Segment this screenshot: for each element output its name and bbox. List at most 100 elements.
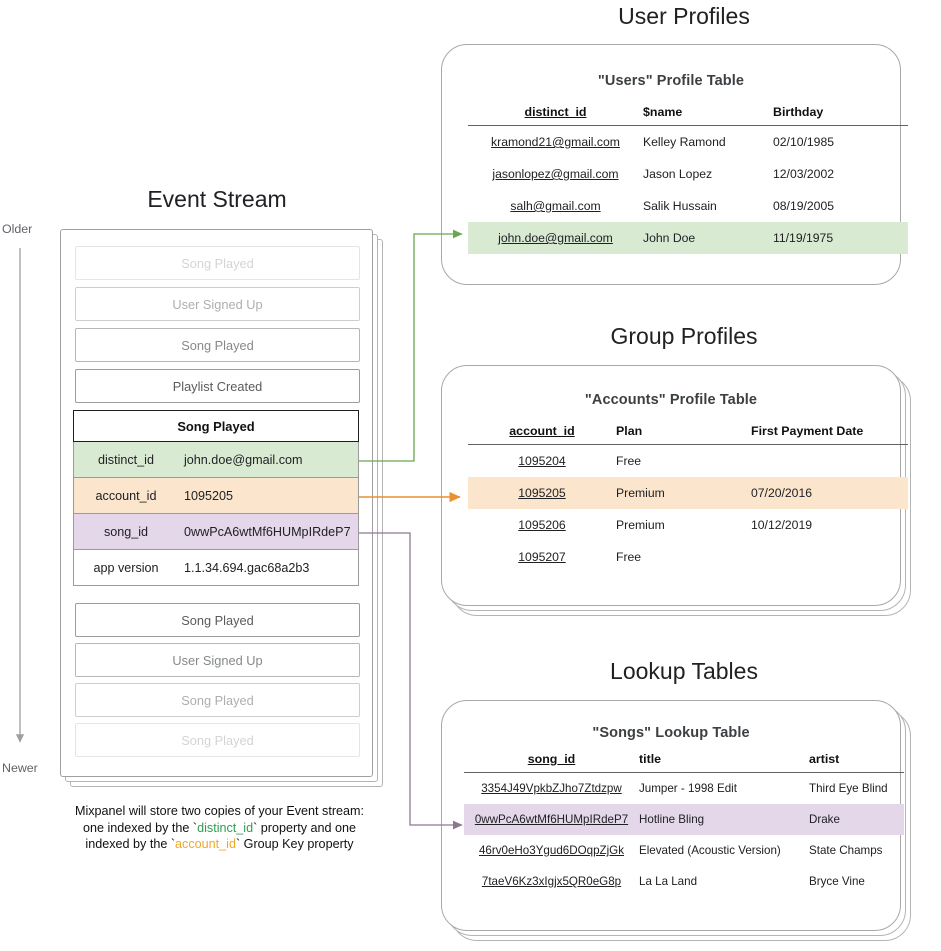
- property-key: distinct_id: [97, 452, 154, 467]
- time-axis-arrow: [15, 248, 25, 743]
- table-row[interactable]: 1095204 Free: [468, 445, 908, 478]
- table-row[interactable]: 1095207 Free: [468, 541, 908, 573]
- table-row-highlighted[interactable]: 1095205 Premium 07/20/2016: [468, 477, 908, 509]
- cell-plan: Free: [616, 550, 642, 564]
- table-row[interactable]: jasonlopez@gmail.com Jason Lopez 12/03/2…: [468, 158, 908, 190]
- cell-first-payment-date: [751, 445, 908, 478]
- caption-line-1: Mixpanel will store two copies of your E…: [74, 804, 365, 818]
- axis-label-newer: Newer: [2, 761, 38, 775]
- column-header-first-payment-date: First Payment Date: [751, 424, 864, 438]
- event-label: User Signed Up: [172, 296, 263, 312]
- column-header-distinct-id: distinct_id: [524, 105, 587, 119]
- table-row[interactable]: 7taeV6Kz3xIgjx5QR0eG8p La La Land Bryce …: [464, 866, 904, 897]
- event-label: User Signed Up: [172, 652, 263, 668]
- event-row[interactable]: User Signed Up: [75, 287, 360, 321]
- table-row[interactable]: kramond21@gmail.com Kelley Ramond 02/10/…: [468, 126, 908, 159]
- property-value: john.doe@gmail.com: [184, 452, 303, 467]
- cell-account-id: 1095205: [468, 477, 616, 509]
- accounts-table: account_id Plan First Payment Date 10952…: [468, 421, 908, 573]
- cell-name: Kelley Ramond: [643, 135, 726, 149]
- cell-birthday: 02/10/1985: [773, 135, 834, 149]
- cell-song-id: 7taeV6Kz3xIgjx5QR0eG8p: [481, 875, 622, 888]
- songs-table-header-row: song_id title artist: [464, 749, 904, 773]
- cell-title: Elevated (Acoustic Version): [639, 844, 781, 857]
- event-row[interactable]: User Signed Up: [75, 643, 360, 677]
- table-row[interactable]: 46rv0eHo3Ygud6DOqpZjGk Elevated (Acousti…: [464, 835, 904, 866]
- event-label: Song Played: [181, 255, 254, 271]
- column-header-plan: Plan: [616, 424, 643, 438]
- column-header-artist: artist: [809, 752, 840, 766]
- songs-table-title: "Songs" Lookup Table: [592, 725, 750, 741]
- group-profiles-card: "Accounts" Profile Table account_id Plan…: [441, 365, 908, 606]
- users-table: distinct_id $name Birthday kramond21@gma…: [468, 102, 908, 254]
- event-row[interactable]: Song Played: [75, 683, 360, 717]
- cell-song-id: 0wwPcA6wtMf6HUMpIRdeP7: [464, 804, 639, 835]
- event-row[interactable]: Song Played: [75, 723, 360, 757]
- table-row[interactable]: 3354J49VpkbZJho7Ztdzpw Jumper - 1998 Edi…: [464, 773, 904, 805]
- caption-line3-post: ` Group Key property: [235, 837, 354, 852]
- property-value: 1.1.34.694.gac68a2b3: [184, 560, 310, 575]
- table-row-highlighted[interactable]: john.doe@gmail.com John Doe 11/19/1975: [468, 222, 908, 254]
- column-header-song-id: song_id: [527, 752, 576, 766]
- cell-name: Salik Hussain: [643, 199, 717, 213]
- caption-account-id-key: account_id: [175, 837, 236, 852]
- focused-event-card[interactable]: Song Played distinct_id john.doe@gmail.c…: [73, 410, 359, 586]
- accounts-table-title: "Accounts" Profile Table: [584, 392, 758, 408]
- cell-artist: State Champs: [809, 844, 883, 857]
- event-row[interactable]: Playlist Created: [75, 369, 360, 403]
- focused-event-name: Song Played: [73, 410, 359, 442]
- cell-first-payment-date: [751, 541, 908, 573]
- cell-birthday: 08/19/2005: [773, 199, 834, 213]
- event-row[interactable]: Song Played: [75, 246, 360, 280]
- caption-line2-pre: one indexed by the `: [82, 820, 198, 835]
- table-row[interactable]: salh@gmail.com Salik Hussain 08/19/2005: [468, 190, 908, 222]
- caption-distinct-id-key: distinct_id: [197, 820, 254, 835]
- cell-birthday: 11/19/1975: [773, 222, 908, 254]
- cell-distinct-id: jasonlopez@gmail.com: [492, 167, 619, 181]
- event-row[interactable]: Song Played: [75, 603, 360, 637]
- cell-artist: Bryce Vine: [809, 875, 865, 888]
- cell-account-id: 1095206: [518, 518, 566, 532]
- event-label: Song Played: [181, 612, 254, 628]
- event-property-distinct-id: distinct_id john.doe@gmail.com: [73, 442, 359, 478]
- lookup-tables-card: "Songs" Lookup Table song_id title artis…: [441, 700, 904, 931]
- table-row[interactable]: 1095206 Premium 10/12/2019: [468, 509, 908, 541]
- cell-account-id: 1095207: [518, 550, 566, 564]
- cell-distinct-id: john.doe@gmail.com: [468, 222, 643, 254]
- cell-plan: Premium: [616, 518, 665, 532]
- cell-distinct-id: salh@gmail.com: [510, 199, 601, 213]
- cell-distinct-id: kramond21@gmail.com: [491, 135, 620, 149]
- accounts-table-header-row: account_id Plan First Payment Date: [468, 421, 908, 445]
- event-label: Song Played: [181, 732, 254, 748]
- column-header-account-id: account_id: [509, 424, 575, 438]
- event-property-app-version: app version 1.1.34.694.gac68a2b3: [73, 550, 359, 586]
- table-row-highlighted[interactable]: 0wwPcA6wtMf6HUMpIRdeP7 Hotline Bling Dra…: [464, 804, 904, 835]
- column-header-birthday: Birthday: [773, 105, 824, 119]
- cell-account-id: 1095204: [518, 454, 566, 468]
- cell-plan: Free: [616, 454, 642, 468]
- lookup-tables-title: Lookup Tables: [610, 658, 758, 684]
- column-header-title: title: [639, 752, 662, 766]
- column-header-name: $name: [643, 105, 683, 119]
- event-row[interactable]: Song Played: [75, 328, 360, 362]
- cell-first-payment-date: 07/20/2016: [751, 477, 908, 509]
- users-table-title: "Users" Profile Table: [597, 73, 745, 89]
- caption-line2-post: ` property and one: [253, 820, 357, 835]
- cell-title: Hotline Bling: [639, 804, 809, 835]
- caption-line3-pre: indexed by the `: [85, 837, 176, 852]
- songs-table: song_id title artist 3354J49VpkbZJho7Ztd…: [464, 749, 904, 897]
- cell-artist: Third Eye Blind: [809, 782, 888, 795]
- event-property-song-id: song_id 0wwPcA6wtMf6HUMpIRdeP7: [73, 514, 359, 550]
- axis-label-older: Older: [2, 222, 33, 236]
- event-label: Playlist Created: [172, 378, 263, 394]
- caption-line-3: indexed by the `account_id` Group Key pr…: [42, 836, 397, 853]
- cell-birthday: 12/03/2002: [773, 167, 834, 181]
- event-stream-title: Event Stream: [147, 186, 287, 212]
- cell-first-payment-date: 10/12/2019: [751, 518, 812, 532]
- property-value: 1095205: [184, 488, 234, 503]
- user-profiles-title: User Profiles: [618, 3, 750, 29]
- event-label: Song Played: [181, 692, 254, 708]
- users-table-header-row: distinct_id $name Birthday: [468, 102, 908, 126]
- cell-title: Jumper - 1998 Edit: [639, 782, 737, 795]
